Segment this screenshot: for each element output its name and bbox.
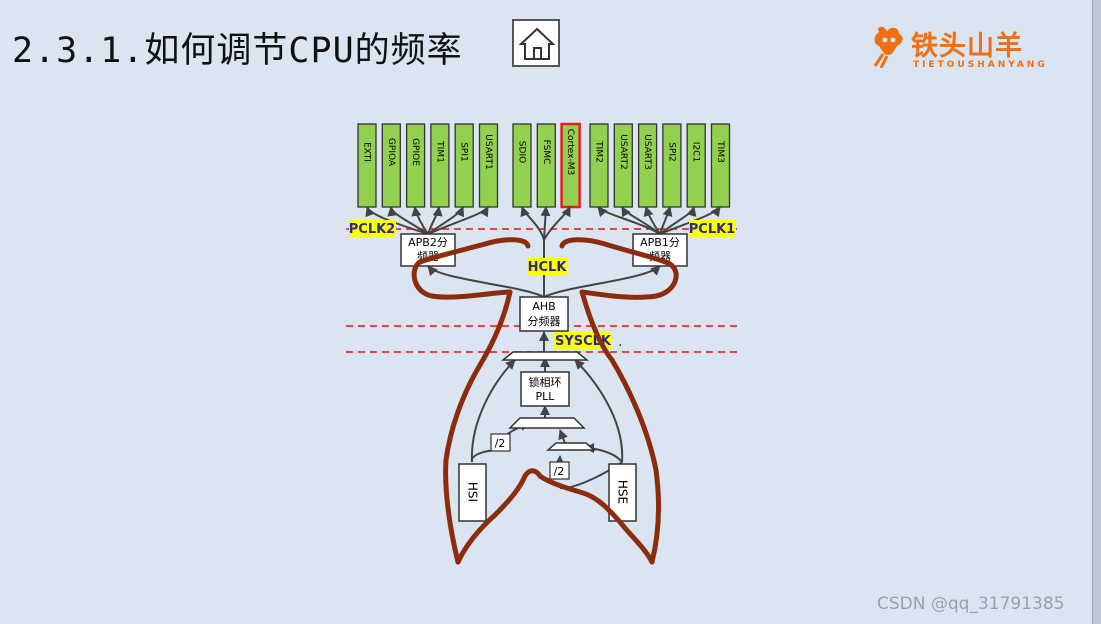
peripheral-blocks: EXTI GPIOA GPIOE TIM1 SPI1 USART1 SDIO FSMC Cort… [357, 122, 731, 209]
goat-right-horn [559, 237, 679, 300]
ahb-label-1: AHB [532, 300, 555, 313]
pll-input-mux [508, 417, 586, 429]
brand-subtitle: TIETOUSHANYANG [913, 60, 1048, 70]
goat-right-body [579, 289, 662, 565]
goat-left-horn [411, 237, 531, 300]
pclk2-label: PCLK2 [349, 220, 396, 237]
peripheral-label: Cortex-M3 [565, 129, 575, 175]
watermark-text: CSDN @qq_31791385 [877, 594, 1065, 614]
peripheral-block-cortex-m3: Cortex-M3 [560, 122, 581, 209]
peripheral-block-gpioa: GPIOA [381, 123, 401, 208]
pll-label-2: PLL [536, 390, 556, 403]
hsi-label: HSI [466, 482, 480, 502]
hsi-oscillator-block: HSI [458, 463, 487, 522]
brand-logo: 铁头山羊 TIETOUSHANYANG [873, 24, 1073, 74]
hand-drawn-goat-annotation [411, 237, 679, 565]
div2-hse-label: /2 [554, 465, 565, 478]
goat-head-logo-icon [873, 26, 903, 68]
home-icon [519, 27, 555, 60]
peripheral-label: SPI1 [459, 142, 469, 162]
slide-title: 2.3.1.如何调节CPU的频率 [12, 31, 463, 71]
peripheral-block-usart3: USART3 [637, 123, 658, 208]
peripheral-label: USART2 [618, 134, 628, 169]
svg-text:PCLK1: PCLK1 [689, 222, 735, 237]
peripheral-block-sdio: SDIO [512, 123, 532, 208]
hse-prediv-mux [546, 442, 596, 451]
peripheral-label: USART3 [642, 134, 652, 169]
goat-left-leg [455, 468, 543, 565]
hclk-label: HCLK [528, 258, 568, 275]
peripheral-block-tim2: TIM2 [589, 123, 609, 208]
peripheral-block-spi1: SPI1 [454, 123, 474, 208]
div2-hse-block: /2 [549, 461, 570, 480]
sysclk-mux [500, 351, 590, 361]
peripheral-label: SDIO [517, 141, 527, 163]
peripheral-label: TIM2 [594, 140, 604, 163]
peripheral-block-exti: EXTI [357, 123, 377, 208]
peripheral-label: SPI2 [666, 142, 676, 162]
clock-wires [365, 206, 721, 490]
pll-label-1: 锁相环 [529, 375, 562, 389]
peripheral-block-tim3: TIM3 [710, 123, 731, 208]
svg-text:HCLK: HCLK [528, 260, 568, 275]
peripheral-label: GPIOA [386, 138, 396, 167]
peripheral-label: USART1 [483, 134, 493, 169]
div2-hsi-label: /2 [495, 437, 506, 450]
peripheral-block-tim1: TIM1 [430, 123, 450, 208]
hse-oscillator-block: HSE [608, 463, 637, 522]
goat-left-body [443, 289, 513, 565]
peripheral-label: GPIOE [410, 138, 420, 166]
brand-name: 铁头山羊 [911, 31, 1023, 62]
window-edge-scrollbar [1092, 0, 1101, 624]
ahb-prescaler-block: AHB 分频器 [519, 296, 569, 332]
apb1-label-1: APB1分 [640, 236, 680, 249]
peripheral-label: EXTI [362, 142, 372, 162]
peripheral-block-gpioe: GPIOE [405, 123, 426, 208]
peripheral-label: TIM3 [715, 140, 725, 163]
pclk1-label: PCLK1 [689, 220, 736, 237]
apb2-label-1: APB2分 [408, 236, 448, 249]
sysclk-dot: . [618, 334, 622, 350]
peripheral-block-usart1: USART1 [478, 123, 499, 208]
div2-hsi-block: /2 [490, 433, 511, 452]
hse-label: HSE [616, 480, 630, 504]
peripheral-block-fsmc: FSMC [536, 123, 556, 208]
pll-block: 锁相环 PLL [520, 371, 570, 407]
ahb-label-2: 分频器 [528, 314, 561, 328]
svg-text:PCLK2: PCLK2 [349, 222, 395, 237]
peripheral-block-usart2: USART2 [613, 123, 633, 208]
peripheral-block-i2c1: I2C1 [686, 123, 706, 208]
peripheral-label: I2C1 [691, 142, 701, 162]
peripheral-label: TIM1 [434, 140, 444, 163]
home-button[interactable] [512, 19, 560, 67]
peripheral-label: FSMC [541, 140, 551, 165]
peripheral-block-spi2: SPI2 [662, 123, 682, 208]
goat-right-leg [537, 473, 655, 565]
